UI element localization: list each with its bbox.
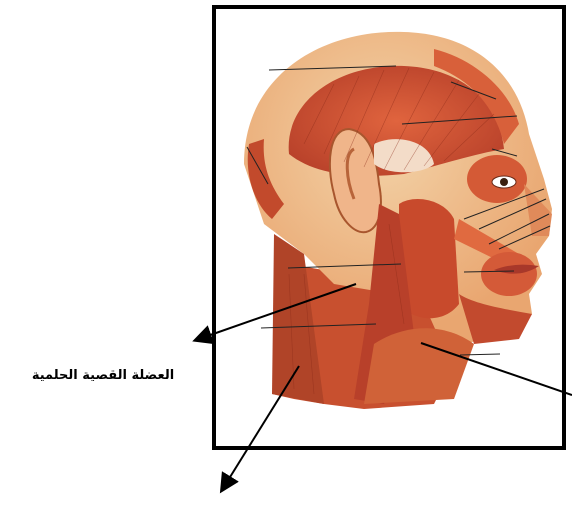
arrow-to-label — [196, 284, 356, 340]
arrow-right-out — [421, 343, 572, 395]
sternocleidomastoid-label: العضلة القصية الحلمية — [0, 368, 206, 383]
arrow-down-left — [222, 366, 299, 490]
